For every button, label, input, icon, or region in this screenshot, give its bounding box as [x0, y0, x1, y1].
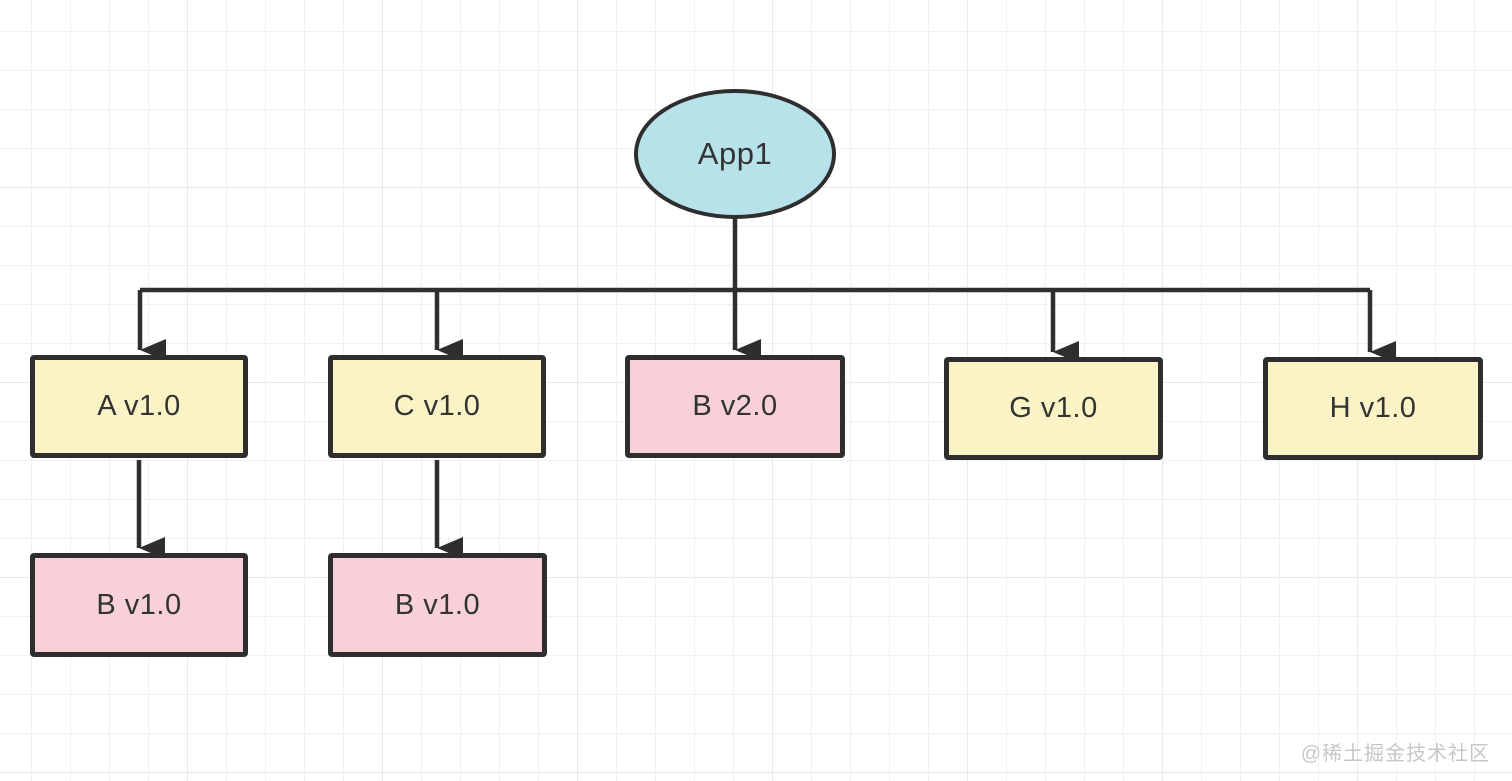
node-b-v2: B v2.0	[625, 355, 845, 458]
node-app1: App1	[634, 89, 836, 219]
node-b-v1-under-c: B v1.0	[328, 553, 547, 657]
node-b-v2-label: B v2.0	[692, 390, 778, 422]
watermark: @稀土掘金技术社区	[1300, 743, 1490, 765]
node-b-v1-under-a-label: B v1.0	[96, 588, 182, 621]
node-b-v1-under-a: B v1.0	[30, 553, 248, 657]
node-c-v1: C v1.0	[328, 355, 546, 458]
node-c-v1-label: C v1.0	[393, 390, 481, 422]
node-a-v1: A v1.0	[30, 355, 248, 458]
node-g-v1: G v1.0	[944, 357, 1163, 460]
node-h-v1: H v1.0	[1263, 357, 1483, 460]
node-a-v1-label: A v1.0	[97, 390, 181, 422]
node-g-v1-label: G v1.0	[1009, 392, 1098, 424]
node-b-v1-under-c-label: B v1.0	[394, 588, 481, 621]
node-h-v1-label: H v1.0	[1329, 392, 1417, 424]
node-app1-label: App1	[697, 136, 773, 171]
